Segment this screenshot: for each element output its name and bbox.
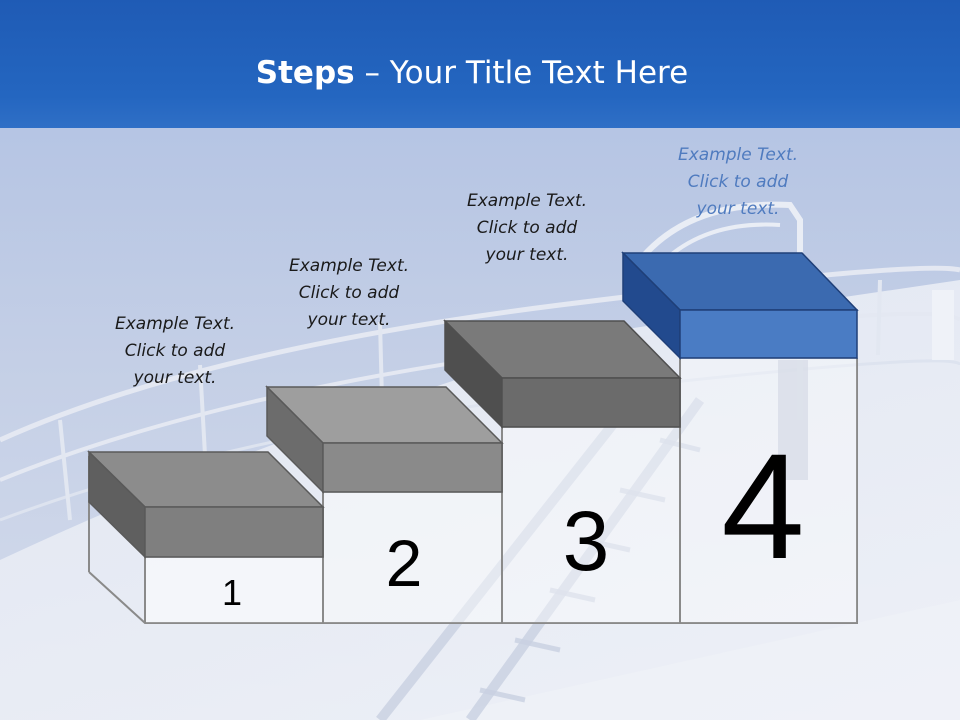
- step-3-block[interactable]: [443, 319, 682, 429]
- step-3-caption-line-1: Example Text.: [466, 191, 588, 211]
- step-2-number: 2: [386, 526, 423, 600]
- step-2-caption-line-1: Example Text.: [288, 256, 410, 276]
- step-3-caption[interactable]: Example Text. Click to add your text.: [427, 188, 627, 269]
- step-1-caption[interactable]: Example Text. Click to add your text.: [75, 311, 275, 392]
- step-1-caption-line-2: Click to add: [124, 341, 226, 361]
- step-3-number: 3: [563, 494, 610, 588]
- step-1-caption-line-1: Example Text.: [114, 314, 236, 334]
- title-bold: Steps: [255, 55, 355, 91]
- step-4-caption-line-3: your text.: [696, 199, 780, 219]
- step-2-block[interactable]: [265, 385, 504, 494]
- step-3-caption-line-3: your text.: [485, 245, 569, 265]
- step-4-block[interactable]: [621, 251, 859, 360]
- step-2-caption-line-3: your text.: [307, 310, 391, 330]
- step-2-caption-line-2: Click to add: [298, 283, 400, 303]
- step-4-number: 4: [721, 422, 804, 590]
- step-4-caption[interactable]: Example Text. Click to add your text.: [638, 142, 838, 223]
- title-rest: – Your Title Text Here: [354, 55, 689, 91]
- step-3-caption-line-2: Click to add: [476, 218, 578, 238]
- step-1-block[interactable]: [87, 450, 325, 559]
- step-4-caption-line-2: Click to add: [687, 172, 789, 192]
- step-2-caption[interactable]: Example Text. Click to add your text.: [249, 253, 449, 334]
- step-1-caption-line-3: your text.: [133, 368, 217, 388]
- step-1-number: 1: [222, 572, 242, 613]
- step-4-caption-line-1: Example Text.: [677, 145, 799, 165]
- slide-title[interactable]: Steps – Your Title Text Here: [0, 55, 944, 91]
